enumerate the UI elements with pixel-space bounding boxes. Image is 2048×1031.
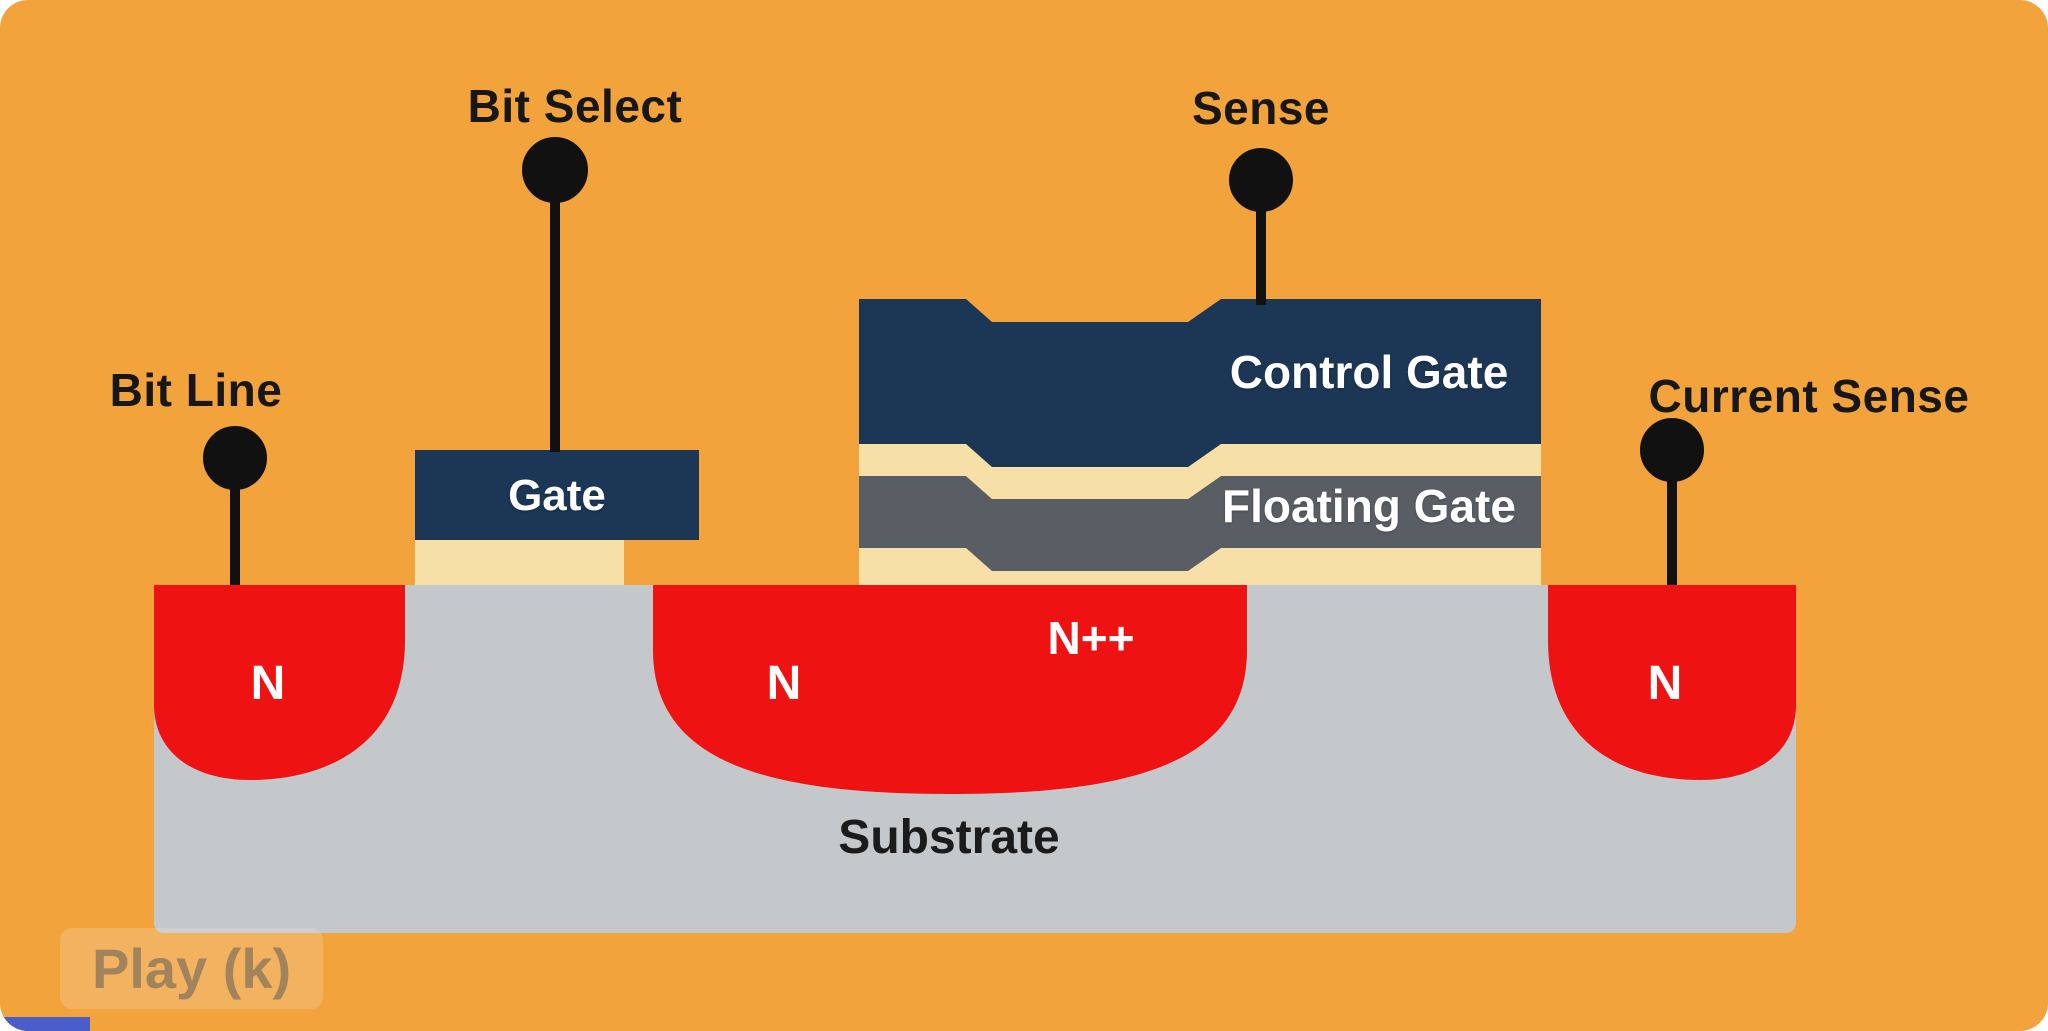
substrate-label: Substrate — [838, 811, 1060, 864]
sense-label: Sense — [1191, 82, 1331, 134]
select-gate-body — [415, 450, 699, 540]
n-region-left-label: N — [250, 657, 286, 710]
current-sense-terminal — [1640, 418, 1704, 585]
n-region-middle — [653, 585, 1247, 794]
bit-line-label: Bit Line — [109, 364, 283, 416]
n-plus-plus-label: N++ — [1047, 612, 1135, 664]
video-progress-bar[interactable] — [0, 1017, 90, 1031]
floating-gate-label: Floating Gate — [1222, 480, 1516, 532]
n-region-middle-label: N — [766, 657, 802, 710]
control-gate-label: Control Gate — [1229, 346, 1509, 398]
n-region-left — [154, 585, 405, 780]
select-gate-label: Gate — [508, 471, 606, 520]
current-sense-label: Current Sense — [1648, 370, 1970, 422]
bit-select-contact-dot — [522, 137, 588, 203]
current-sense-contact-dot — [1640, 418, 1704, 482]
bit-line-terminal — [203, 426, 267, 585]
control-gate-body — [859, 299, 1541, 467]
play-tooltip[interactable]: Play (k) — [60, 928, 324, 1009]
inter-gate-oxide — [859, 444, 1541, 499]
bit-select-label: Bit Select — [467, 80, 683, 132]
bit-line-contact-dot — [203, 426, 267, 490]
select-gate-oxide — [415, 540, 624, 585]
n-region-right-label: N — [1647, 657, 1683, 710]
n-region-right — [1548, 585, 1796, 780]
sense-terminal — [1229, 148, 1293, 305]
floating-gate-body — [859, 476, 1541, 571]
sense-contact-dot — [1229, 148, 1293, 212]
bit-select-terminal — [522, 137, 588, 452]
